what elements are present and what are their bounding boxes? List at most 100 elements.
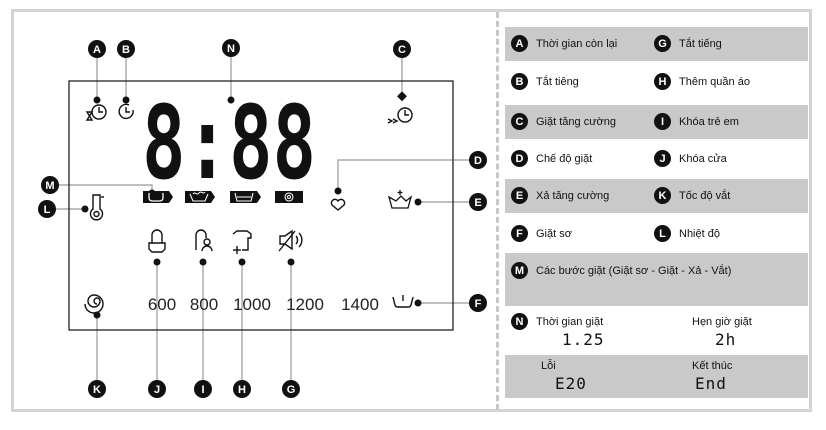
legend-text: Tắt tiếng <box>679 37 722 50</box>
legend-text: Tắt tiêng <box>536 75 579 88</box>
outer-frame <box>11 9 812 412</box>
marker-e: E <box>469 193 487 211</box>
wash-steps <box>143 191 303 203</box>
spin-speed-icon <box>84 294 104 314</box>
badge: B <box>511 73 528 90</box>
lcd-panel-diagram: 8:88 600 800 1000 <box>38 39 487 398</box>
legend-text: Nhiệt độ <box>679 227 720 240</box>
legend-item-i: I Khóa trẻ em <box>654 113 739 130</box>
legend-text: Thêm quần áo <box>679 75 750 88</box>
legend-item-f: F Giặt sơ <box>511 225 572 242</box>
temperature-icon <box>89 194 104 221</box>
marker-label: N <box>227 43 235 55</box>
speed-1200: 1200 <box>286 295 324 314</box>
marker-circle <box>469 193 487 211</box>
marker-l: L <box>38 200 56 218</box>
marker-circle <box>38 200 56 218</box>
wash-mode-heart-icon <box>330 198 346 211</box>
marker-circle <box>222 39 240 57</box>
legend-row-error-end <box>505 355 808 398</box>
legend-item-m: M Các bước giặt (Giặt sơ - Giặt - Xả - V… <box>511 262 731 279</box>
badge-m: M <box>511 262 528 279</box>
time-digits: 8:88 <box>142 84 316 203</box>
badge: F <box>511 225 528 242</box>
marker-circle <box>194 380 212 398</box>
speed-1400: 1400 <box>341 295 379 314</box>
badge: J <box>654 150 671 167</box>
badge: H <box>654 73 671 90</box>
legend-item-e: E Xả tăng cường <box>511 187 609 204</box>
leader-lines <box>47 49 478 389</box>
legend-text: Chế độ giặt <box>536 152 593 165</box>
marker-i: I <box>194 380 212 398</box>
badge: L <box>654 225 671 242</box>
display-border <box>68 80 454 331</box>
add-laundry-icon <box>232 230 252 254</box>
marker-b: B <box>117 40 135 58</box>
legend-text: Khóa trẻ em <box>679 115 739 128</box>
badge-n: N <box>511 313 528 330</box>
marker-h: H <box>233 380 251 398</box>
wash-step-icon <box>185 191 215 203</box>
badge: A <box>511 35 528 52</box>
marker-label: B <box>122 44 130 56</box>
marker-circle <box>469 151 487 169</box>
timer-value: 2h <box>715 330 737 349</box>
marker-label: C <box>398 44 406 56</box>
spin-step-icon <box>275 191 303 203</box>
marker-circle <box>88 40 106 58</box>
badge: I <box>654 113 671 130</box>
marker-label: F <box>475 298 482 310</box>
marker-label: J <box>154 384 160 396</box>
marker-f: F <box>469 294 487 312</box>
badge: E <box>511 187 528 204</box>
remaining-time-icon <box>85 104 107 121</box>
marker-c: C <box>393 40 411 58</box>
marker-label: L <box>44 204 51 216</box>
dashed-divider <box>496 12 499 410</box>
marker-label: A <box>93 44 101 56</box>
error-label: Lỗi <box>541 360 556 372</box>
prewash-step-icon <box>143 191 173 203</box>
legend-text: Giặt sơ <box>536 227 572 240</box>
mute-icon <box>278 229 303 252</box>
marker-circle <box>282 380 300 398</box>
marker-label: M <box>45 180 54 192</box>
marker-circle <box>41 176 59 194</box>
end-label: Kết thúc <box>692 360 733 372</box>
marker-label: E <box>474 197 481 209</box>
marker-n: N <box>222 39 240 57</box>
badge: K <box>654 187 671 204</box>
speed-1000: 1000 <box>233 295 271 314</box>
legend-item-l: L Nhiệt độ <box>654 225 720 242</box>
marker-circle <box>88 380 106 398</box>
marker-circle <box>233 380 251 398</box>
marker-a: A <box>88 40 106 58</box>
legend-text: Tốc độ vắt <box>679 189 731 202</box>
marker-d: D <box>469 151 487 169</box>
legend-item-j: J Khóa cửa <box>654 150 727 167</box>
rinse-step-icon <box>230 191 261 203</box>
marker-label: I <box>201 384 204 396</box>
marker-circle <box>148 380 166 398</box>
legend-text: Khóa cửa <box>679 152 727 165</box>
speed-800: 800 <box>190 295 218 314</box>
marker-g: G <box>282 380 300 398</box>
marker-label: H <box>238 384 246 396</box>
legend-item-b: B Tắt tiêng <box>511 73 579 90</box>
child-lock-icon <box>195 229 213 252</box>
legend-item-h: H Thêm quần áo <box>654 73 750 90</box>
marker-j: J <box>148 380 166 398</box>
delay-timer-icon <box>118 103 134 120</box>
marker-circle <box>469 294 487 312</box>
timer-label: Hẹn giờ giặt <box>692 316 752 328</box>
marker-label: K <box>93 384 101 396</box>
marker-m: M <box>41 176 59 194</box>
legend-text: Xả tăng cường <box>536 189 610 202</box>
error-value: E20 <box>555 374 587 393</box>
